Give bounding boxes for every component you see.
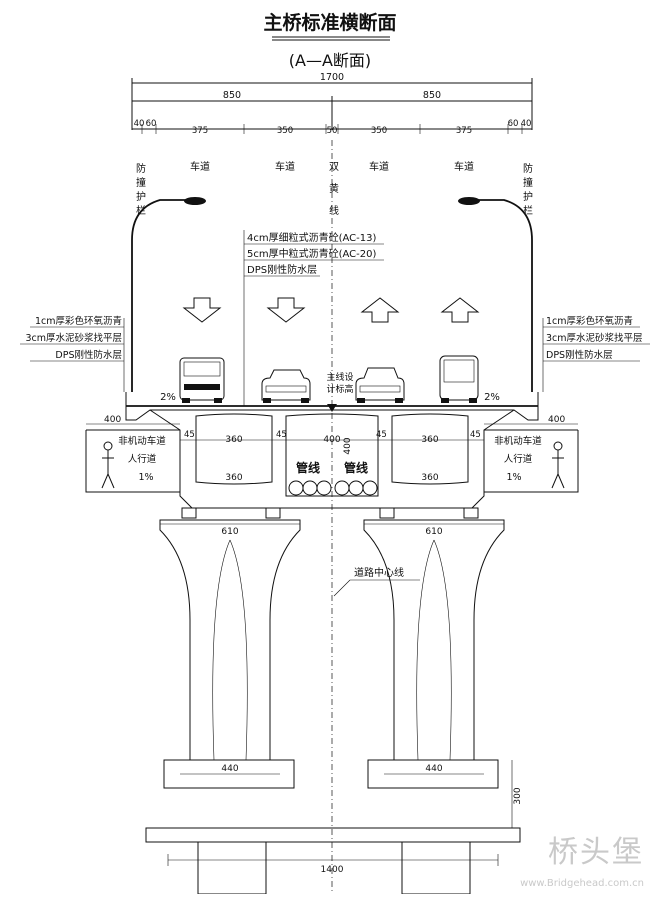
bearings: [181, 507, 479, 519]
dim-seg-2: 60: [146, 119, 157, 129]
street-lamp-left: [131, 197, 206, 392]
dim-seg-9: 40: [521, 119, 532, 129]
side-right-layer-2: 3cm厚水泥砂浆找平层: [546, 332, 643, 344]
dim-web-1: 45: [184, 430, 195, 440]
dim-web-4: 45: [470, 430, 481, 440]
dim-seg-7: 375: [456, 126, 472, 136]
arrow-down-2: [266, 297, 306, 323]
pier-base-right: 440: [367, 759, 499, 789]
dim-center-height: 400: [343, 437, 353, 454]
svg-text:管线: 管线: [296, 460, 320, 475]
drawing-title: 主桥标准横断面: [263, 11, 396, 34]
svg-text:计标高: 计标高: [326, 383, 353, 395]
dim-half-left: 850: [223, 90, 241, 101]
layer-dps: DPS刚性防水层: [247, 263, 317, 276]
segment-dimensions: 40 60 375 350 50 350 375 60 40: [134, 119, 532, 136]
side-left-layer-1: 1cm厚彩色环氧沥青: [35, 315, 122, 327]
pier-left: 610: [159, 519, 301, 761]
svg-text:610: 610: [425, 527, 442, 537]
svg-text:300: 300: [513, 787, 523, 804]
street-lamp-right: [458, 197, 533, 392]
overall-dimensions: 1700 850 850: [131, 72, 533, 130]
side-left-layer-3: DPS刚性防水层: [55, 349, 122, 361]
svg-text:1%: 1%: [506, 472, 521, 483]
side-layer-callout-right: 1cm厚彩色环氧沥青 3cm厚水泥砂浆找平层 DPS刚性防水层: [542, 315, 650, 392]
watermark-url: www.Bridgehead.com.cn: [520, 878, 644, 889]
dim-cell-bottom-left: 360: [225, 473, 242, 483]
side-left-layer-2: 3cm厚水泥砂浆找平层: [25, 332, 122, 344]
pipelines: 管线 管线: [288, 460, 378, 496]
lane-label-1: 车道: [190, 160, 210, 173]
walkway-left: 非机动车道 人行道 1%: [101, 435, 166, 489]
dim-web-3: 45: [376, 430, 387, 440]
walkway-right: 非机动车道 人行道 1%: [494, 435, 565, 489]
dim-cantilever-right: 400: [548, 415, 565, 425]
watermark-cn: 桥头堡: [548, 835, 644, 870]
svg-text:1400: 1400: [321, 865, 344, 875]
dim-seg-8: 60: [508, 119, 519, 129]
vehicle-sedan-1-icon: [261, 369, 311, 403]
pier-right: 610: [363, 519, 505, 761]
dim-total: 1700: [320, 72, 344, 83]
pile-cap: 1400: [145, 827, 521, 895]
lane-label-2: 车道: [275, 160, 295, 173]
dim-cell-left: 360: [225, 435, 242, 445]
svg-text:440: 440: [425, 764, 442, 774]
drawing-subtitle: (A—A断面): [289, 51, 371, 70]
dim-seg-3: 375: [192, 126, 208, 136]
arrow-up-1: [360, 297, 400, 323]
dim-cantilever-left: 400: [104, 415, 121, 425]
watermark: 桥头堡 www.Bridgehead.com.cn: [520, 827, 644, 890]
double-yellow-label: 双黄线: [329, 161, 339, 217]
dim-seg-6: 350: [371, 126, 387, 136]
dim-seg-4: 350: [277, 126, 293, 136]
vehicle-truck-icon: [439, 355, 479, 403]
svg-text:非机动车道: 非机动车道: [118, 435, 166, 447]
layer-ac13: 4cm厚细粒式沥青砼(AC-13): [247, 231, 376, 244]
arrow-up-2: [440, 297, 480, 323]
lane-label-3: 车道: [369, 160, 389, 173]
svg-text:管线: 管线: [344, 460, 368, 475]
road-centerline-callout: 道路中心线: [333, 566, 420, 597]
layer-ac20: 5cm厚中粒式沥青砼(AC-20): [247, 247, 376, 260]
dim-seg-1: 40: [134, 119, 145, 129]
svg-text:人行道: 人行道: [128, 453, 157, 465]
dim-cell-bottom-right: 360: [421, 473, 438, 483]
barrier-label-right: 防撞护栏: [523, 162, 533, 217]
vehicle-van-icon: [179, 357, 225, 403]
side-right-layer-3: DPS刚性防水层: [546, 349, 613, 361]
arrow-down-1: [182, 297, 222, 323]
dim-half-right: 850: [423, 90, 441, 101]
side-right-layer-1: 1cm厚彩色环氧沥青: [546, 315, 633, 327]
dim-cell-right: 360: [421, 435, 438, 445]
pier-base-left: 440: [163, 759, 295, 789]
svg-text:人行道: 人行道: [504, 453, 533, 465]
lane-label-4: 车道: [454, 160, 474, 173]
svg-text:440: 440: [221, 764, 238, 774]
side-layer-callout-left: 1cm厚彩色环氧沥青 3cm厚水泥砂浆找平层 DPS刚性防水层: [20, 315, 125, 392]
slope-deck-right: 2%: [484, 392, 500, 403]
pavement-layer-callout: 4cm厚细粒式沥青砼(AC-13) 5cm厚中粒式沥青砼(AC-20) DPS刚…: [243, 230, 384, 406]
svg-text:1%: 1%: [138, 472, 153, 483]
vehicle-sedan-2-icon: [355, 367, 405, 403]
footing-height-dim: 300: [511, 760, 523, 828]
dim-seg-5: 50: [327, 126, 338, 136]
slope-deck-left: 2%: [160, 392, 176, 403]
svg-text:主线设: 主线设: [326, 371, 353, 383]
svg-text:610: 610: [221, 527, 238, 537]
dim-web-2: 45: [276, 430, 287, 440]
lane-labels: 防撞护栏 防撞护栏 车道 车道 车道 车道 双黄线: [136, 160, 533, 217]
svg-text:道路中心线: 道路中心线: [354, 566, 404, 579]
svg-text:非机动车道: 非机动车道: [494, 435, 542, 447]
